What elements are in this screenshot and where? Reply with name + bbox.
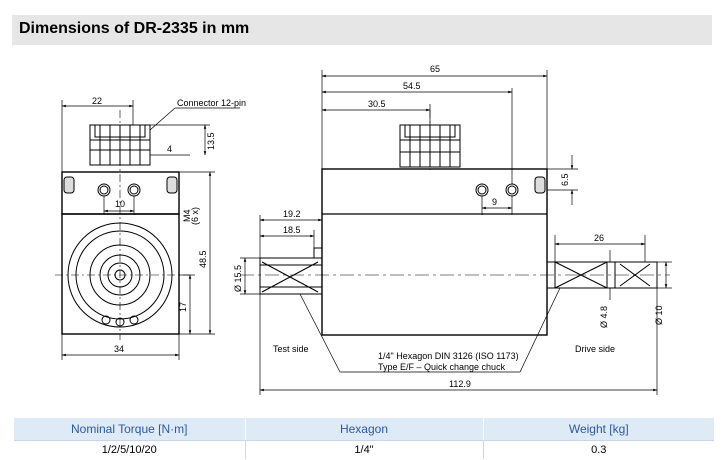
dim-34-label: 34 bbox=[114, 344, 124, 354]
dim-112-9-label: 112.9 bbox=[449, 379, 471, 389]
cell-hexagon: 1/4" bbox=[245, 440, 484, 459]
dim-6x-label: (6 x) bbox=[190, 207, 200, 225]
dim-54-5-label: 54.5 bbox=[403, 81, 421, 91]
front-view bbox=[55, 110, 190, 340]
dim-26-label: 26 bbox=[594, 233, 604, 243]
cell-weight: 0.3 bbox=[591, 444, 607, 456]
hexagon-note-line2: Type E/F – Quick change chuck bbox=[378, 362, 506, 372]
side-view bbox=[240, 110, 670, 336]
dim-18-5-label: 18.5 bbox=[283, 225, 301, 235]
front-body bbox=[61, 213, 180, 335]
dim-d15-5-label: Ø 15.5 bbox=[233, 265, 243, 292]
dim-17-label: 17 bbox=[178, 302, 188, 312]
dim-d10-label: Ø 10 bbox=[654, 305, 664, 325]
dim-6-5-label: 6.5 bbox=[560, 173, 570, 186]
cell-nominal-torque: 1/2/5/10/20 bbox=[14, 440, 246, 459]
dim-65-label: 65 bbox=[430, 64, 440, 74]
spec-table-header-row: Nominal Torque [N·m] Hexagon Weight [kg] bbox=[14, 418, 714, 441]
technical-drawing: 22 Connector 12-pin 4 13.5 10 M4 (6 x) 4… bbox=[55, 64, 672, 395]
hexagon-note-line1: 1/4" Hexagon DIN 3126 (ISO 1173) bbox=[378, 351, 519, 361]
dim-22-label: 22 bbox=[92, 96, 102, 106]
drive-side-label: Drive side bbox=[575, 344, 615, 354]
table-row: 1/2/5/10/20 1/4" 0.3 bbox=[14, 440, 714, 459]
spec-table: Nominal Torque [N·m] Hexagon Weight [kg]… bbox=[14, 418, 714, 459]
dim-m4-label: M4 bbox=[182, 209, 192, 222]
dim-19-2-label: 19.2 bbox=[283, 209, 301, 219]
connector-label: Connector 12-pin bbox=[177, 98, 246, 108]
test-side-shaft bbox=[259, 257, 323, 295]
dim-30-5-label: 30.5 bbox=[368, 99, 386, 109]
col-weight: Weight [kg] bbox=[483, 418, 714, 441]
dim-10-label: 10 bbox=[115, 199, 125, 209]
test-side-label: Test side bbox=[273, 344, 309, 354]
dim-d4-8-label: Ø 4.8 bbox=[599, 306, 609, 328]
dim-13-5-label: 13.5 bbox=[206, 132, 216, 150]
col-hexagon: Hexagon bbox=[245, 418, 484, 441]
col-nominal-torque: Nominal Torque [N·m] bbox=[14, 418, 246, 441]
dim-48-5-label: 48.5 bbox=[198, 250, 208, 268]
dim-9-label: 9 bbox=[492, 197, 497, 207]
section-header: Dimensions of DR-2335 in mm bbox=[12, 15, 712, 45]
section-title: Dimensions of DR-2335 in mm bbox=[19, 20, 250, 37]
dim-4-label: 4 bbox=[167, 144, 172, 154]
